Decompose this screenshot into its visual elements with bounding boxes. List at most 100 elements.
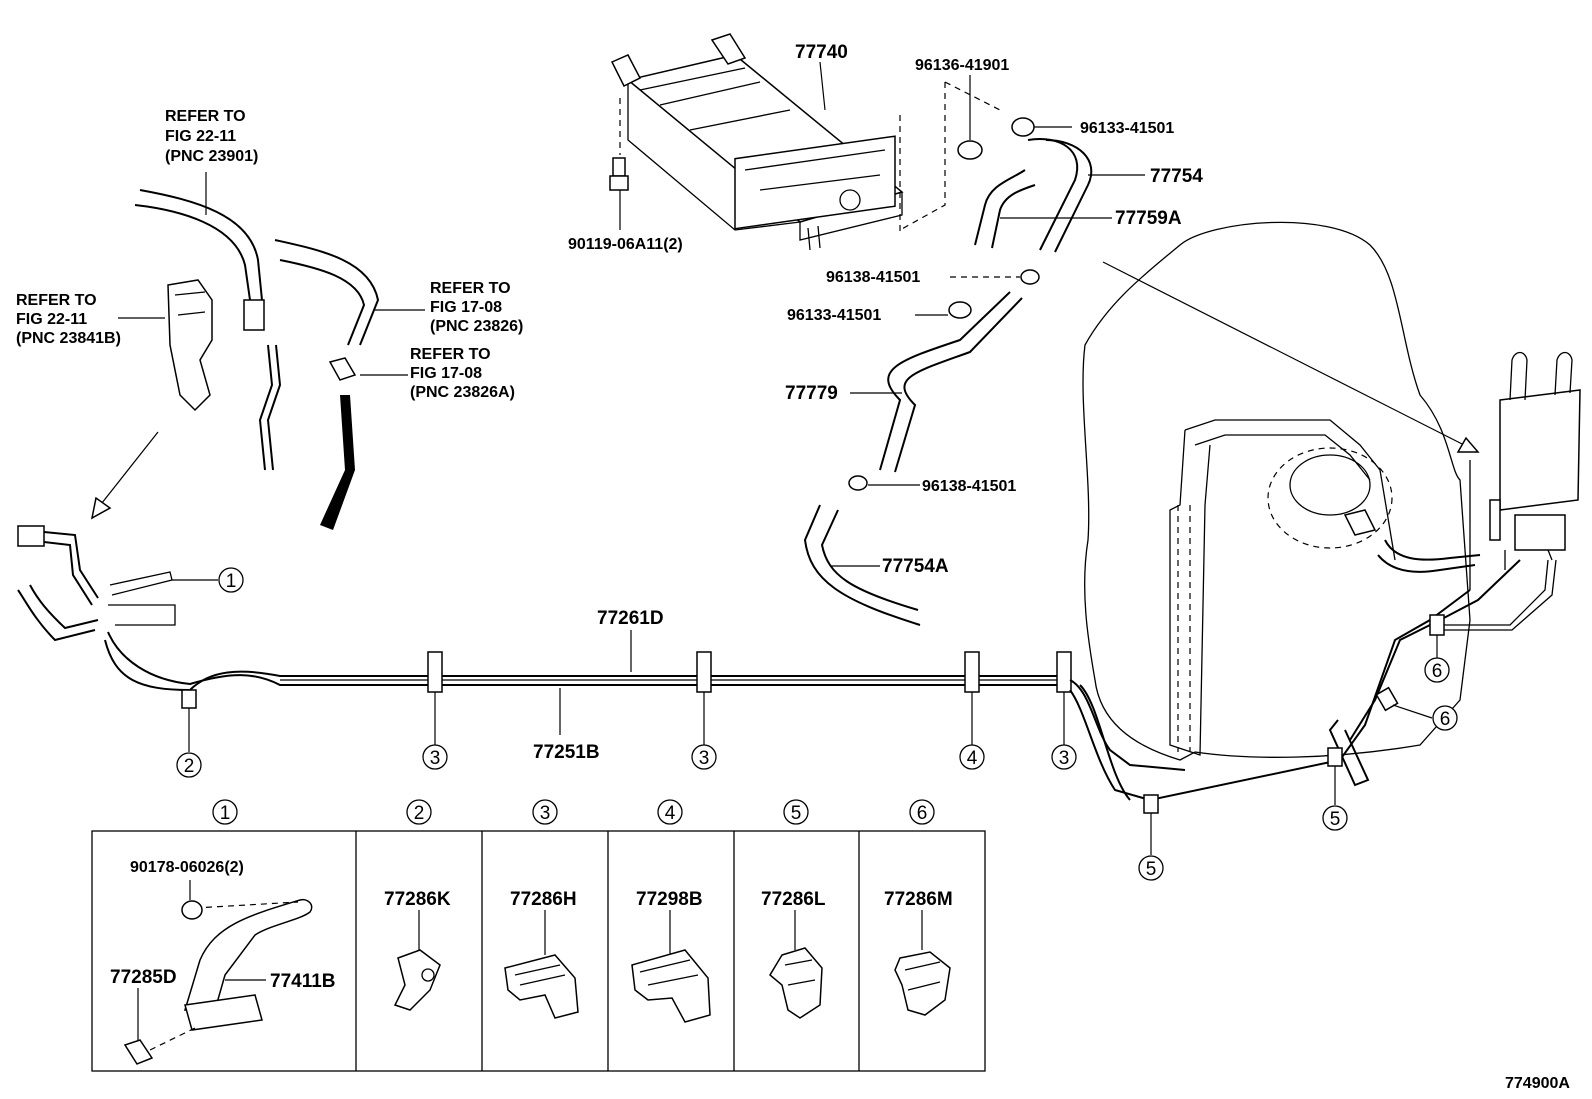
svg-text:4: 4 xyxy=(665,803,676,824)
table-header-4: 4 xyxy=(657,799,683,825)
detail-clip-77298B xyxy=(631,910,711,1023)
detail-clip-77286L xyxy=(769,910,823,1019)
svg-text:6: 6 xyxy=(1432,661,1443,682)
charcoal-canister-77740 xyxy=(610,33,904,251)
label-77754: 77754 xyxy=(1150,166,1203,187)
reference-pnc-23901: REFER TO FIG 22-11 (PNC 23901) xyxy=(165,108,258,165)
svg-text:FIG 22-11: FIG 22-11 xyxy=(165,128,236,145)
label-77286M: 77286M xyxy=(884,889,953,910)
svg-text:4: 4 xyxy=(967,748,978,769)
svg-text:REFER TO: REFER TO xyxy=(410,346,491,363)
clamp-6-position-b xyxy=(1375,686,1433,719)
hose-77754A xyxy=(803,504,921,626)
label-77286K: 77286K xyxy=(384,889,451,910)
clamp-4-position xyxy=(964,651,980,745)
clamp-6-position-a xyxy=(1429,614,1445,658)
svg-text:FIG 17-08: FIG 17-08 xyxy=(430,299,502,316)
reference-pnc-23841B: REFER TO FIG 22-11 (PNC 23841B) xyxy=(16,292,121,347)
svg-text:3: 3 xyxy=(540,803,551,824)
svg-text:(PNC 23826): (PNC 23826) xyxy=(430,318,523,335)
svg-text:(PNC 23901): (PNC 23901) xyxy=(165,148,258,165)
label-77251B: 77251B xyxy=(533,742,600,763)
clip-96136-41901 xyxy=(957,75,983,160)
clamp-2-position xyxy=(181,689,197,752)
label-96133-41501-upper: 96133-41501 xyxy=(1080,120,1174,137)
label-96136-41901: 96136-41901 xyxy=(915,57,1009,74)
hose-77759A xyxy=(974,169,1112,249)
reference-pnc-23826: REFER TO FIG 17-08 (PNC 23826) xyxy=(430,280,523,335)
svg-text:6: 6 xyxy=(917,803,928,824)
callout-5-main-b: 5 xyxy=(1322,805,1348,831)
svg-text:FIG 17-08: FIG 17-08 xyxy=(410,365,482,382)
label-96138-41501-upper: 96138-41501 xyxy=(826,269,920,286)
detail-clip-77286H xyxy=(504,910,579,1019)
callout-3-main-c: 3 xyxy=(1051,744,1077,770)
label-77759A: 77759A xyxy=(1115,208,1182,229)
clamp-3-position-a xyxy=(427,651,443,745)
svg-text:3: 3 xyxy=(699,748,710,769)
arrow-right-down xyxy=(1102,261,1480,453)
svg-text:6: 6 xyxy=(1440,709,1451,730)
label-77286H: 77286H xyxy=(510,889,577,910)
detail-clip-77286M xyxy=(894,910,951,1016)
callout-3-main-a: 3 xyxy=(422,744,448,770)
label-90119-06A11: 90119-06A11(2) xyxy=(568,236,683,253)
clip-96138-41501-lower xyxy=(848,475,920,491)
label-77298B: 77298B xyxy=(636,889,703,910)
fuel-hose-left-mid xyxy=(274,239,380,530)
detail-bracket-77411B xyxy=(123,880,313,1065)
hose-77754 xyxy=(1027,138,1145,253)
callout-1-main: 1 xyxy=(218,567,244,593)
svg-text:REFER TO: REFER TO xyxy=(430,280,511,297)
label-77261D: 77261D xyxy=(597,608,664,629)
label-77779: 77779 xyxy=(785,383,838,404)
svg-text:5: 5 xyxy=(791,803,802,824)
table-header-1: 1 xyxy=(212,799,238,825)
tank-tube-routing xyxy=(1069,539,1557,802)
label-77754A: 77754A xyxy=(882,556,949,577)
callout-6-main-a: 6 xyxy=(1424,657,1450,683)
label-96138-41501-lower: 96138-41501 xyxy=(922,478,1016,495)
callout-5-main-a: 5 xyxy=(1138,855,1164,881)
arrow-left-down xyxy=(90,431,159,520)
clamp-3-position-c xyxy=(1056,651,1072,745)
svg-text:REFER TO: REFER TO xyxy=(165,108,246,125)
main-tube-77261D-77251B xyxy=(104,630,1060,735)
label-96133-41501-lower: 96133-41501 xyxy=(787,307,881,324)
fuel-sensor-connector xyxy=(167,279,213,412)
clip-96133-41501-lower xyxy=(915,301,972,319)
clamp-5-position-a xyxy=(1143,794,1159,855)
canister-small-view xyxy=(1469,351,1581,590)
clamp-3-position-b xyxy=(696,651,712,745)
svg-text:2: 2 xyxy=(184,756,195,777)
detail-table xyxy=(91,830,986,1072)
fuel-tube-left-assembly xyxy=(17,525,218,642)
svg-text:5: 5 xyxy=(1330,809,1341,830)
label-77285D: 77285D xyxy=(110,967,177,988)
svg-text:(PNC 23841B): (PNC 23841B) xyxy=(16,330,121,347)
svg-text:5: 5 xyxy=(1146,859,1157,880)
svg-text:3: 3 xyxy=(1059,748,1070,769)
label-77411B: 77411B xyxy=(270,971,336,992)
svg-text:1: 1 xyxy=(220,803,231,824)
label-90178-06026: 90178-06026(2) xyxy=(130,859,244,876)
callout-6-main-b: 6 xyxy=(1432,705,1458,731)
table-header-6: 6 xyxy=(909,799,935,825)
detail-clip-77286K xyxy=(393,910,441,1011)
clamp-5-position-b xyxy=(1327,747,1343,805)
svg-text:(PNC 23826A): (PNC 23826A) xyxy=(410,384,515,401)
table-header-5: 5 xyxy=(783,799,809,825)
label-77740: 77740 xyxy=(795,42,848,63)
clip-96138-41501-upper xyxy=(950,269,1040,285)
callout-3-main-b: 3 xyxy=(691,744,717,770)
fuel-tank xyxy=(1082,221,1471,761)
svg-text:2: 2 xyxy=(414,803,425,824)
table-header-2: 2 xyxy=(406,799,432,825)
label-77286L: 77286L xyxy=(761,889,826,910)
reference-pnc-23826A: REFER TO FIG 17-08 (PNC 23826A) xyxy=(410,346,515,401)
svg-text:FIG 22-11: FIG 22-11 xyxy=(16,311,87,328)
fuel-hose-left-upper xyxy=(134,189,282,471)
callout-2-main: 2 xyxy=(176,752,202,778)
callout-4-main: 4 xyxy=(959,744,985,770)
